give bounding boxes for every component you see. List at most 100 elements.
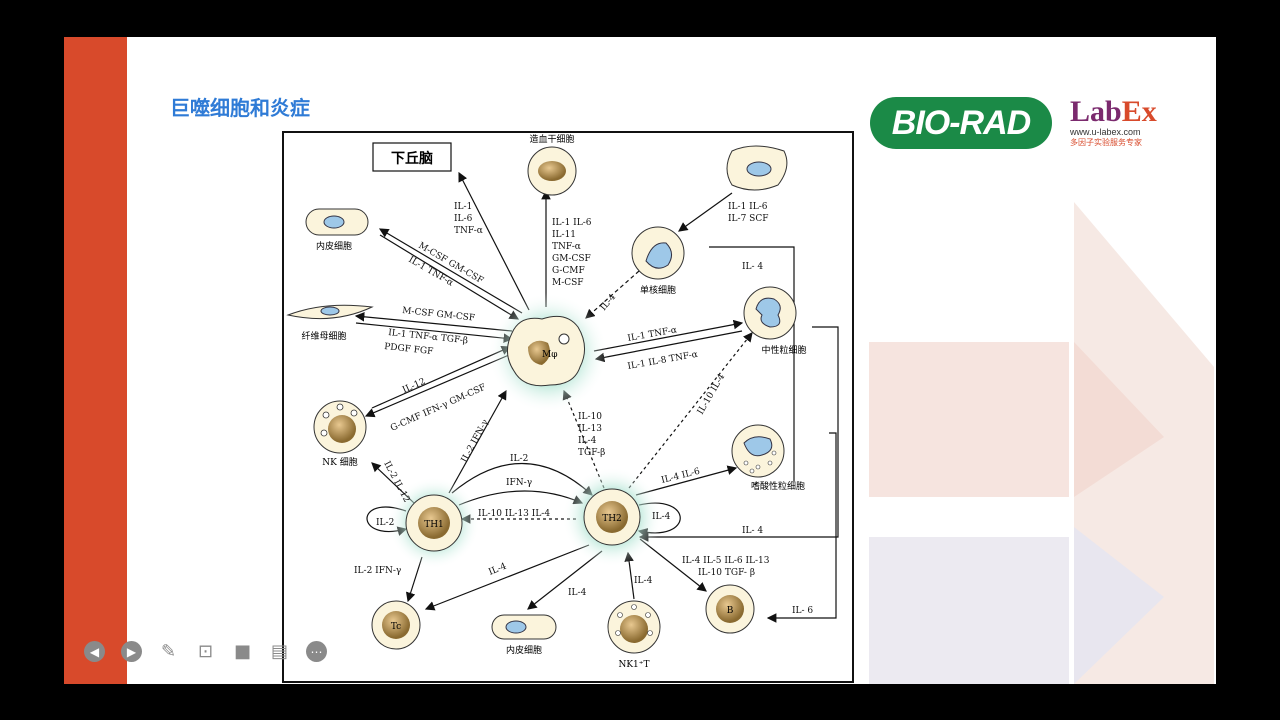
label-stem-5: G-CMF (552, 266, 585, 276)
hypothalamus-box (372, 142, 452, 172)
tc-nucleus (382, 611, 410, 639)
arrow-th2-tc (424, 544, 590, 611)
fibroblast-nucleus (320, 306, 340, 316)
label-neutrophil-1: IL-1 TNF-α (627, 325, 678, 344)
arrow-neutrophil-mac (594, 330, 743, 363)
label-nkt-il4: IL-4 (634, 576, 653, 586)
b-cell-label: B (727, 606, 734, 616)
arrow-mac-endothelial (378, 228, 523, 314)
line-il4-connector (709, 246, 795, 481)
eosinophil-nucleus (743, 436, 773, 457)
arrow-il2-arc (451, 462, 593, 496)
th1-label: TH1 (424, 520, 444, 530)
nkt-label: NK1⁺T (618, 660, 649, 670)
cytokine-network-diagram: 下丘脑 造血干细胞 内皮细胞 纤维母细胞 NK 细胞 (286, 133, 839, 670)
labex-name-a: Lab (1070, 95, 1122, 128)
fibroblast-label: 纤维母细胞 (301, 330, 346, 342)
neutrophil-label: 中性粒细胞 (761, 344, 806, 356)
labex-logo: LabEx www.u-labex.com 多因子实验服务专家 (1070, 97, 1160, 148)
endothelial-bottom-nucleus (505, 620, 527, 634)
arrow-mac-hypothalamus (458, 171, 530, 311)
label-nk-1: IL-12 (401, 377, 427, 396)
label-th2-self: IL-4 (652, 512, 671, 522)
labex-name-b: Ex (1121, 95, 1157, 128)
nk-cell-label: NK 细胞 (322, 456, 357, 468)
labex-tagline: 多因子实验服务专家 (1070, 138, 1142, 147)
b-cell-nucleus (716, 595, 744, 623)
label-stromal-2: IL-7 SCF (728, 214, 768, 224)
pen-icon[interactable]: ✎ (160, 641, 177, 662)
red-side-bar (64, 37, 127, 684)
label-hypo-3: TNF-α (454, 226, 483, 236)
label-il4-right: IL- 4 (742, 526, 763, 536)
label-b-2: IL-10 TGF- β (698, 568, 755, 578)
cytokine-network-figure: 下丘脑 造血干细胞 内皮细胞 纤维母细胞 NK 细胞 (282, 131, 854, 683)
th1-nucleus (418, 507, 450, 539)
subtitle-icon[interactable]: ▤ (270, 641, 288, 662)
arrow-ifn-arc (458, 490, 584, 506)
label-il6: IL- 6 (792, 606, 813, 616)
macrophage-vacuole (558, 333, 570, 345)
arrow-monocyte-mac (585, 270, 640, 319)
slide: 巨噬细胞和炎症 BIO-RAD LabEx www.u-labex.com 多因… (64, 37, 1216, 684)
endothelial-bottom-label: 内皮细胞 (506, 644, 542, 656)
camera-icon[interactable]: ■ (233, 641, 251, 662)
nk-cell-nucleus (328, 415, 356, 443)
label-b-1: IL-4 IL-5 IL-6 IL-13 (682, 556, 770, 566)
background-decoration (869, 202, 1214, 684)
endothelial-top-label: 内皮细胞 (316, 240, 352, 252)
macrophage-label: Mφ (542, 350, 558, 360)
presentation-toolbar: ◀ ▶ ✎ ⊡ ■ ▤ ⋯ (84, 641, 327, 662)
stem-cell-nucleus (538, 161, 566, 181)
next-icon[interactable]: ▶ (121, 641, 142, 662)
label-il10-il4: IL-10 IL-4 (696, 372, 727, 416)
zoom-icon[interactable]: ⊡ (197, 641, 214, 662)
arrow-th1-mac (448, 389, 507, 494)
th2-label: TH2 (602, 514, 622, 524)
arrow-th2-neutrophil (628, 332, 753, 489)
more-icon[interactable]: ⋯ (306, 641, 327, 662)
stromal-nucleus (746, 161, 772, 177)
label-th1-self: IL-2 (376, 518, 394, 528)
arrow-il6-b (766, 432, 837, 623)
label-stem-1: IL-1 IL-6 (552, 218, 592, 228)
label-fibroblast-3: PDGF FGF (384, 342, 434, 357)
label-stem-2: IL-11 (552, 230, 576, 240)
tc-label: Tc (391, 622, 401, 632)
label-ifn-arc: IFN-γ (506, 478, 532, 488)
label-th1-mac: IL-2 IFN-γ (460, 418, 491, 464)
label-th2-mac-3: IL-4 (578, 436, 597, 446)
label-il2-arc: IL-2 (510, 454, 528, 464)
label-th2-endothelial: IL-4 (568, 588, 587, 598)
label-th2-mac-4: TGF-β (578, 448, 605, 458)
label-hypo-1: IL-1 (454, 202, 472, 212)
label-th1-tc: IL-2 IFN-γ (354, 566, 401, 576)
eosinophil-label: 嗜酸性粒细胞 (751, 480, 805, 492)
label-stem-3: TNF-α (552, 242, 581, 252)
arrow-nk-mac (371, 346, 512, 409)
label-monocyte-il4: IL-4 (599, 292, 619, 313)
label-th2-tc: IL-4 (487, 562, 508, 578)
label-th2-mac-1: IL-10 (578, 412, 602, 422)
macrophage-nucleus (528, 340, 550, 365)
stem-cell-label: 造血干细胞 (529, 133, 574, 145)
monocyte-nucleus (645, 242, 672, 269)
arrow-endothelial-mac (379, 234, 520, 320)
label-il4-top: IL- 4 (742, 262, 763, 272)
prev-icon[interactable]: ◀ (84, 641, 105, 662)
label-stem-4: GM-CSF (552, 254, 591, 264)
page-title: 巨噬细胞和炎症 (170, 96, 310, 120)
arrow-mac-fibroblast (354, 312, 513, 332)
monocyte-label: 单核细胞 (640, 284, 676, 296)
neutrophil-nucleus (755, 297, 781, 328)
arrow-fibroblast-mac (355, 322, 514, 343)
label-th2-th1: IL-10 IL-13 IL-4 (478, 509, 550, 519)
label-stem-6: M-CSF (552, 278, 584, 288)
arrow-mac-neutrophil (593, 319, 744, 352)
th2-nucleus (596, 501, 628, 533)
label-neutrophil-2: IL-1 IL-8 TNF-α (627, 350, 699, 372)
label-hypo-2: IL-6 (454, 214, 473, 224)
labex-url: www.u-labex.com (1070, 127, 1141, 137)
label-th2-mac-2: IL-13 (578, 424, 602, 434)
label-stromal-1: IL-1 IL-6 (728, 202, 768, 212)
